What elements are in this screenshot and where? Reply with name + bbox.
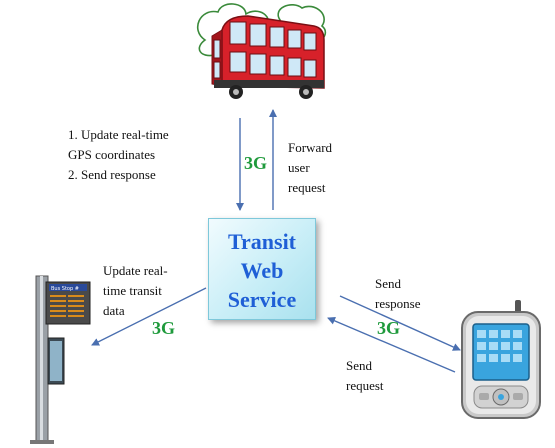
- response-line-2: response: [375, 296, 421, 311]
- arrow-service-to-stop: [91, 287, 207, 346]
- update-transit-data-label: Update real- time transit data: [103, 261, 168, 321]
- step-1-line-1: 1. Update real-time: [68, 127, 169, 142]
- response-line-1: Send: [375, 276, 401, 291]
- request-line-1: Send: [346, 358, 372, 373]
- stop-label-line-3: data: [103, 303, 125, 318]
- stop-label-line-2: time transit: [103, 283, 162, 298]
- service-line-1: Transit: [227, 229, 297, 254]
- arrow-phone-to-service: [327, 317, 456, 373]
- stop-label-line-1: Update real-: [103, 263, 168, 278]
- double-decker-bus-icon: [196, 3, 327, 99]
- step-2: 2. Send response: [68, 167, 156, 182]
- network-3g-bus: 3G: [244, 153, 268, 173]
- send-response-label: Send response: [375, 274, 421, 314]
- bus-stop-display-icon: Bus Stop #: [30, 275, 91, 444]
- network-3g-stop: 3G: [152, 318, 176, 338]
- bus-stop-sign: Bus Stop #: [51, 286, 79, 292]
- forward-line-3: request: [288, 180, 326, 195]
- transit-web-service-box: Transit Web Service: [208, 218, 316, 320]
- step-1-line-2: GPS coordinates: [68, 147, 156, 162]
- send-request-label: Send request: [346, 356, 384, 396]
- forward-line-1: Forward: [288, 140, 333, 155]
- network-3g-phone: 3G: [377, 318, 401, 338]
- request-line-2: request: [346, 378, 384, 393]
- mobile-phone-icon: [461, 300, 541, 419]
- forward-request-label: Forward user request: [288, 138, 332, 198]
- bus-update-steps: 1. Update real-time GPS coordinates 2. S…: [68, 125, 169, 185]
- arrow-service-to-phone: [339, 295, 461, 351]
- service-line-2: Web: [240, 258, 284, 283]
- service-line-3: Service: [227, 287, 297, 312]
- forward-line-2: user: [288, 160, 310, 175]
